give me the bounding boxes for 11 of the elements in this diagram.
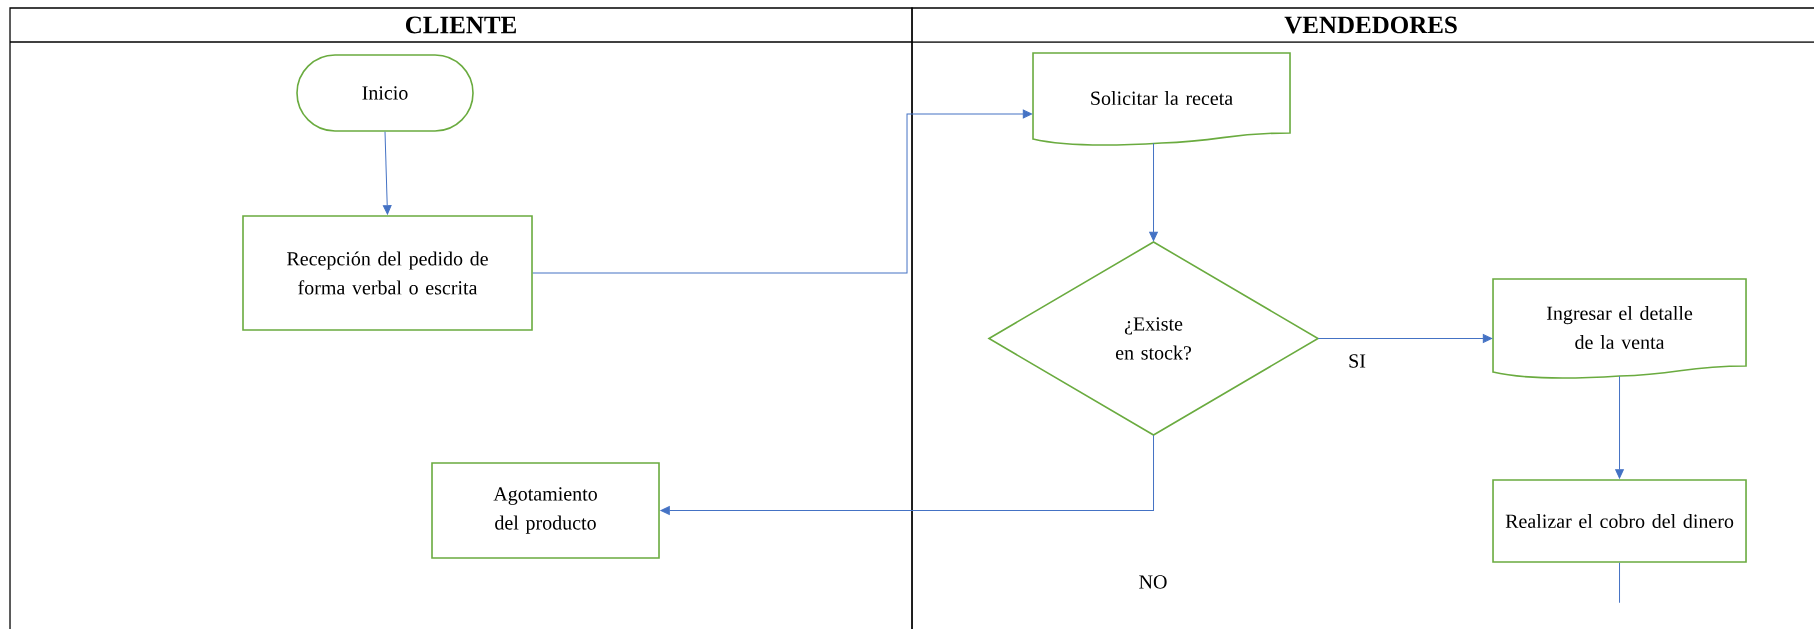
edge-label: NO bbox=[1137, 574, 1169, 590]
arrow bbox=[1317, 334, 1493, 343]
edge-label: SI bbox=[1347, 353, 1367, 369]
arrow bbox=[1149, 142, 1158, 242]
arrow bbox=[660, 434, 1154, 515]
arrow bbox=[532, 109, 1033, 274]
process-box: Recepción del pedido de forma verbal o escrita bbox=[242, 215, 533, 331]
arrow bbox=[1615, 375, 1624, 479]
process-box: Agotamiento del producto bbox=[431, 462, 660, 559]
process-box: Realizar el cobro del dinero bbox=[1492, 479, 1747, 563]
arrow bbox=[382, 131, 392, 215]
